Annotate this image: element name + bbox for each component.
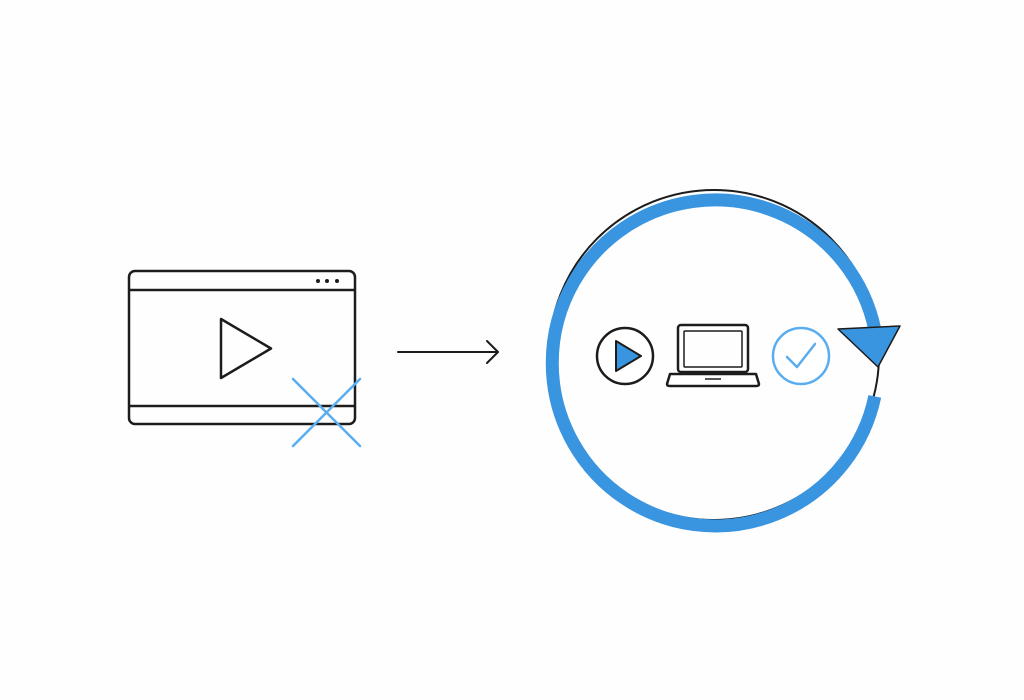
play-icon [219, 317, 273, 380]
play-circle-icon [595, 326, 655, 386]
arrow-right-icon [397, 340, 499, 364]
check-circle-icon [771, 326, 831, 386]
cycle-ring-main [545, 193, 882, 533]
video-player-window [127, 269, 362, 448]
laptop-icon [665, 323, 761, 388]
recovery-cycle [545, 189, 901, 533]
window-dots-icon [316, 279, 339, 283]
window-frame [127, 269, 357, 426]
cycle-arrowhead-icon [837, 325, 901, 368]
error-x-icon [291, 377, 362, 448]
